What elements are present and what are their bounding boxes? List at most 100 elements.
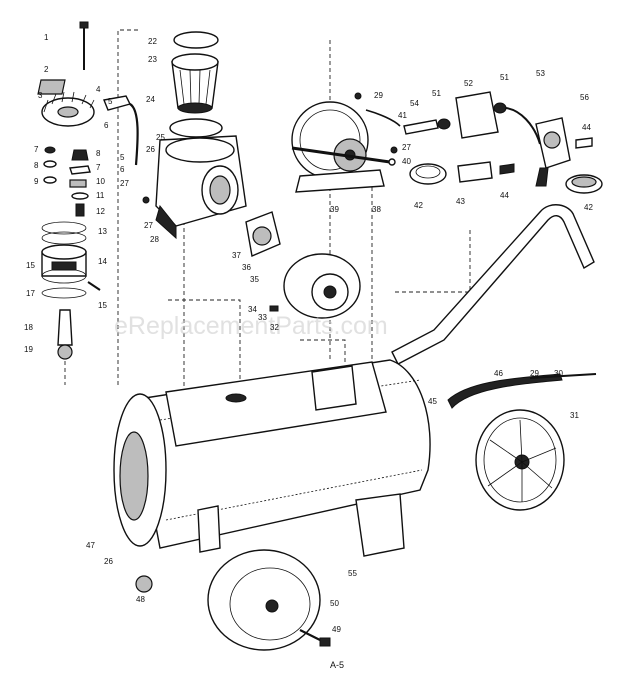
callout-c46: 46 <box>494 369 503 378</box>
callout-c24: 24 <box>146 95 155 104</box>
callout-c53: 53 <box>536 69 545 78</box>
part-cap-8 <box>71 149 89 161</box>
part-head-3 <box>41 91 95 127</box>
callout-c54: 54 <box>410 99 419 108</box>
callout-c30: 30 <box>554 369 563 378</box>
callout-c50: 50 <box>330 599 339 608</box>
callout-c56: 56 <box>580 93 589 102</box>
part-regulator-56 <box>535 117 571 187</box>
callout-c11: 11 <box>96 191 105 200</box>
callout-c26a: 26 <box>146 145 155 154</box>
watermark: eReplacementParts.com <box>114 312 388 340</box>
callout-c2: 2 <box>44 65 49 74</box>
callout-c10: 10 <box>96 177 105 186</box>
callout-c7a: 7 <box>34 145 39 154</box>
part-gauge-42a <box>409 163 447 185</box>
callout-c32: 32 <box>270 323 279 332</box>
part-gauge-42b <box>565 174 603 194</box>
callout-c29b: 29 <box>530 369 539 378</box>
callout-c40: 40 <box>402 157 411 166</box>
callout-c9: 9 <box>34 177 39 186</box>
callout-c42b: 42 <box>584 203 593 212</box>
callout-c44b: 44 <box>500 191 509 200</box>
callout-c37: 37 <box>232 251 241 260</box>
part-pin-15 <box>87 281 101 291</box>
callout-c22: 22 <box>148 37 157 46</box>
part-tube-54 <box>403 119 439 135</box>
part-filter-23 <box>171 53 219 114</box>
part-washer-40 <box>388 158 396 166</box>
callout-c49: 49 <box>332 625 341 634</box>
part-bracket-45 <box>311 365 357 411</box>
callout-c39: 39 <box>330 205 339 214</box>
callout-c28: 28 <box>150 235 159 244</box>
part-nut-48 <box>135 575 153 593</box>
part-wheel-50 <box>207 549 321 651</box>
callout-c8b: 8 <box>96 149 101 158</box>
callout-c31: 31 <box>570 411 579 420</box>
part-rod-18 <box>57 309 73 360</box>
part-screw-27 <box>142 196 150 204</box>
part-key-33 <box>269 305 279 312</box>
callout-c5a: 5 <box>108 97 113 106</box>
part-foot-26 <box>197 505 221 553</box>
callout-c14: 14 <box>98 257 107 266</box>
part-tube-5 <box>129 103 139 166</box>
controls-cluster <box>354 91 603 194</box>
callout-c51a: 51 <box>432 89 441 98</box>
page-number: A-5 <box>330 660 344 670</box>
callout-c33: 33 <box>258 313 267 322</box>
callout-c44a: 44 <box>582 123 591 132</box>
part-rod-30 <box>529 373 597 379</box>
callout-c15b: 15 <box>98 301 107 310</box>
callout-c18: 18 <box>24 323 33 332</box>
part-fitting-44b <box>499 163 515 175</box>
callout-c42a: 42 <box>414 201 423 210</box>
callout-c27b: 27 <box>144 221 153 230</box>
part-screw-29 <box>354 92 362 100</box>
part-wheel-31 <box>475 409 565 511</box>
part-fitting-44a <box>575 137 593 149</box>
part-gasket-24 <box>169 118 223 138</box>
part-bolt-49 <box>299 629 331 647</box>
callout-c52: 52 <box>464 79 473 88</box>
callout-c29a: 29 <box>374 91 383 100</box>
part-piston-14 <box>41 244 87 284</box>
callout-c41: 41 <box>398 111 407 120</box>
callout-c35: 35 <box>250 275 259 284</box>
callout-c7b: 7 <box>96 163 101 172</box>
pump-housing <box>142 31 247 240</box>
callout-c45: 45 <box>428 397 437 406</box>
part-ring-13b <box>41 231 87 245</box>
callout-c8a: 8 <box>34 161 39 170</box>
part-switch-52 <box>455 91 499 139</box>
part-axle-29 <box>447 373 563 409</box>
callout-c6b: 6 <box>120 165 125 174</box>
part-screw-27c <box>390 146 398 154</box>
callout-c55: 55 <box>348 569 357 578</box>
callout-c47: 47 <box>86 541 95 550</box>
part-nut-51b <box>493 102 507 114</box>
part-ring-13a <box>41 221 87 235</box>
callout-c4: 4 <box>96 85 101 94</box>
part-wire-41 <box>365 109 401 127</box>
callout-c13: 13 <box>98 227 107 236</box>
callout-c48: 48 <box>136 595 145 604</box>
callout-c43: 43 <box>456 197 465 206</box>
part-gasket-22 <box>173 31 219 49</box>
part-ring-17 <box>41 287 87 299</box>
part-ring-9 <box>43 176 57 184</box>
part-motor-35 <box>283 253 361 319</box>
part-cylinder-25 <box>155 135 247 240</box>
motor-assembly <box>291 101 439 193</box>
part-washer-8 <box>43 160 57 168</box>
callout-c17: 17 <box>26 289 35 298</box>
part-nut-7 <box>44 146 56 154</box>
callout-c25: 25 <box>156 133 165 142</box>
part-plate-10 <box>69 179 87 188</box>
callout-c51b: 51 <box>500 73 509 82</box>
part-crank-37 <box>245 211 281 257</box>
part-tee-43 <box>457 161 493 183</box>
part-ring-11 <box>71 192 89 200</box>
